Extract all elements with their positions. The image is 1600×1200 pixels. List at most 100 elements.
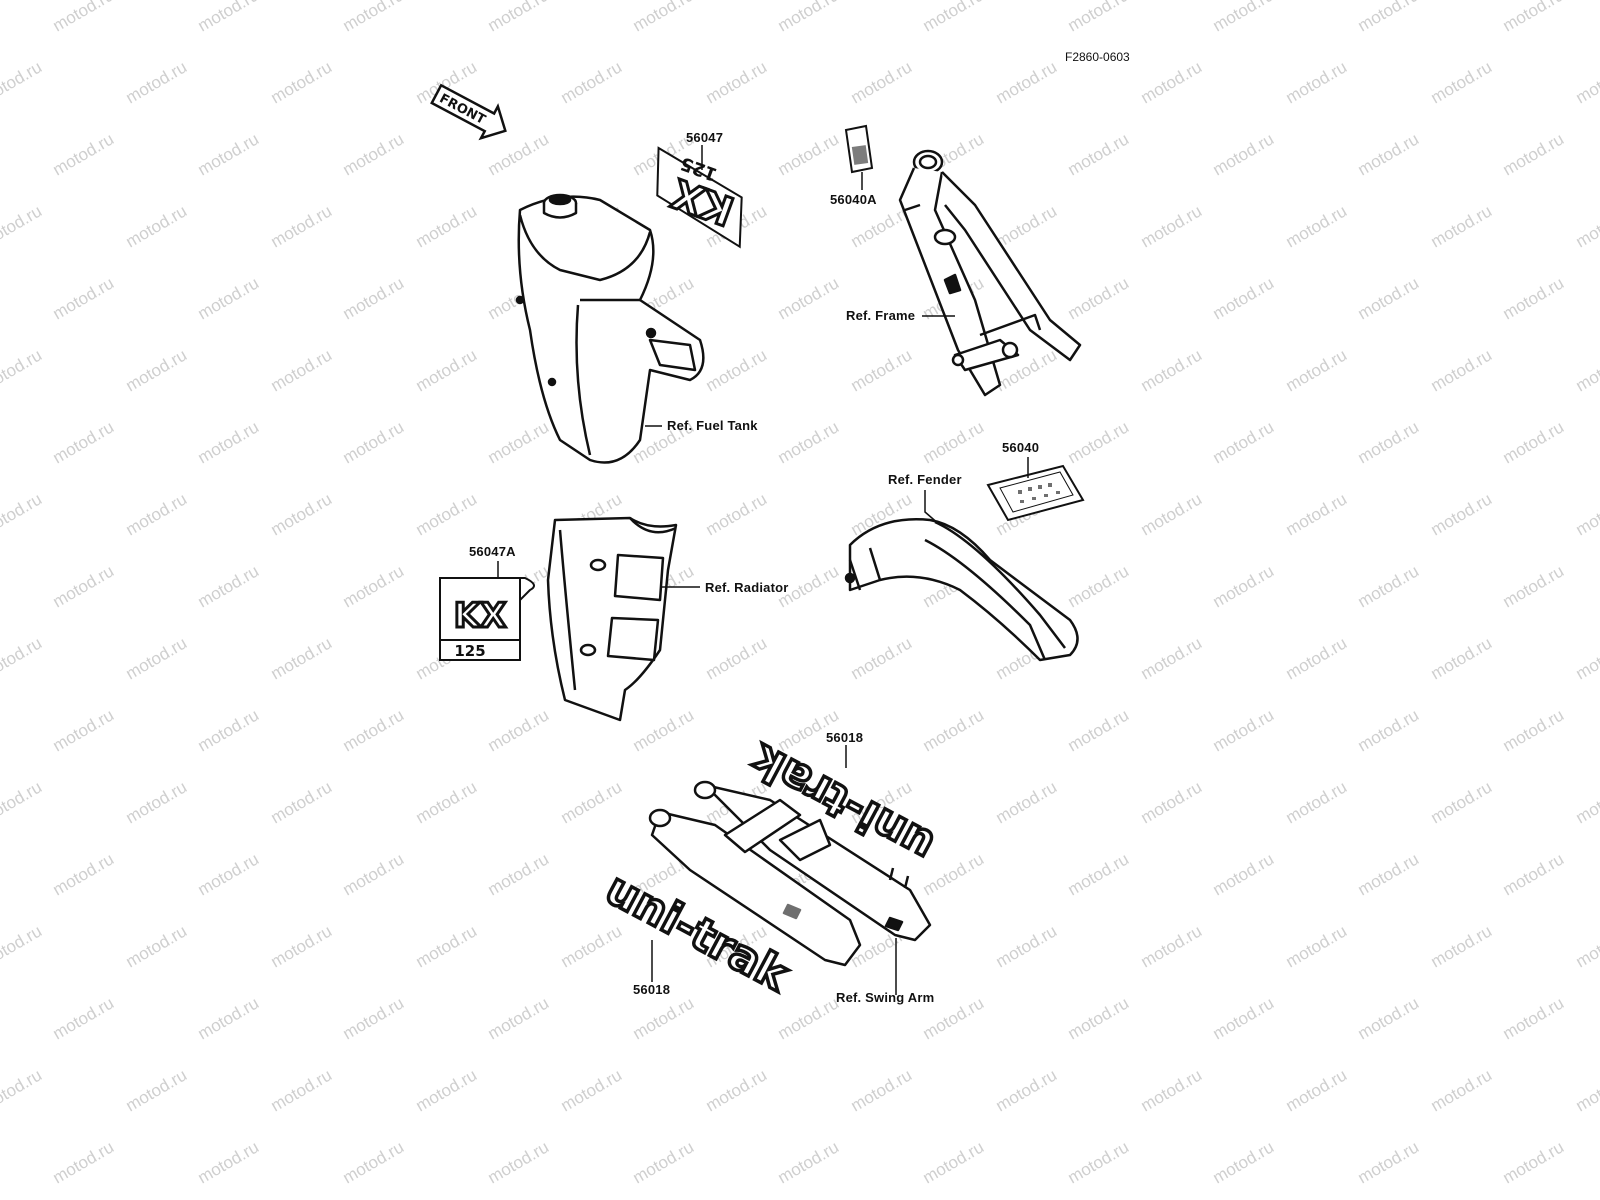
watermark-text: motod.ru (1428, 921, 1496, 971)
watermark-text: motod.ru (630, 705, 698, 755)
watermark-text: motod.ru (1355, 993, 1423, 1043)
watermark-text: motod.ru (123, 921, 191, 971)
watermark-text: motod.ru (50, 273, 118, 323)
watermark-text: motod.ru (340, 0, 408, 35)
watermark-text: motod.ru (340, 1137, 408, 1187)
watermark-text: motod.ru (1573, 57, 1600, 107)
watermark-text: motod.ru (1355, 705, 1423, 755)
watermark-text: motod.ru (268, 633, 336, 683)
frame-drawing (898, 149, 1082, 397)
watermark-text: motod.ru (0, 345, 45, 395)
watermark-text: motod.ru (195, 273, 263, 323)
watermark-text: motod.ru (1283, 489, 1351, 539)
label-56040-drawing (986, 457, 1085, 522)
watermark-text: motod.ru (920, 705, 988, 755)
watermark-text: motod.ru (1428, 633, 1496, 683)
watermark-text: motod.ru (1210, 561, 1278, 611)
watermark-text: motod.ru (1210, 993, 1278, 1043)
watermark-text: motod.ru (413, 777, 481, 827)
watermark-text: motod.ru (1355, 849, 1423, 899)
watermark-text: motod.ru (703, 489, 771, 539)
watermark-text: motod.ru (123, 777, 191, 827)
watermark-text: motod.ru (1210, 273, 1278, 323)
watermark-text: motod.ru (775, 273, 843, 323)
part-number-56040: 56040 (1002, 440, 1040, 455)
watermark-text: motod.ru (703, 57, 771, 107)
drawing-code: F2860-0603 (1065, 50, 1130, 64)
watermark-text: motod.ru (848, 57, 916, 107)
watermark-text: motod.ru (558, 777, 626, 827)
watermark-text: motod.ru (1428, 345, 1496, 395)
watermark-text: motod.ru (50, 129, 118, 179)
watermark-text: motod.ru (195, 993, 263, 1043)
watermark-text: motod.ru (268, 345, 336, 395)
watermark-text: motod.ru (630, 0, 698, 35)
watermark-text: motod.ru (630, 993, 698, 1043)
ref-swing-arm: Ref. Swing Arm (836, 990, 935, 1005)
watermark-text: motod.ru (1355, 561, 1423, 611)
watermark-text: motod.ru (993, 777, 1061, 827)
watermark-text: motod.ru (1283, 633, 1351, 683)
watermark-text: motod.ru (1065, 1137, 1133, 1187)
watermark-text: motod.ru (268, 489, 336, 539)
watermark-text: motod.ru (1210, 129, 1278, 179)
watermark-text: motod.ru (195, 849, 263, 899)
watermark-text: motod.ru (268, 201, 336, 251)
watermark-text: motod.ru (340, 417, 408, 467)
watermark-text: motod.ru (1138, 57, 1206, 107)
watermark-text: motod.ru (1138, 633, 1206, 683)
watermark-text: motod.ru (0, 489, 45, 539)
watermark-text: motod.ru (1138, 921, 1206, 971)
watermark-text: motod.ru (1500, 1137, 1568, 1187)
watermark-text: motod.ru (1283, 1065, 1351, 1115)
ref-fuel-tank: Ref. Fuel Tank (667, 418, 758, 433)
ref-frame: Ref. Frame (846, 308, 916, 323)
watermark-text: motod.ru (268, 1065, 336, 1115)
watermark-text: motod.ru (195, 417, 263, 467)
watermark-text: motod.ru (195, 705, 263, 755)
watermark-text: motod.ru (268, 777, 336, 827)
watermark-text: motod.ru (1210, 417, 1278, 467)
watermark-text: motod.ru (558, 921, 626, 971)
watermark-text: motod.ru (775, 993, 843, 1043)
front-arrow: FRONT (430, 83, 507, 141)
watermark-text: motod.ru (1500, 561, 1568, 611)
watermark-text: motod.ru (1138, 345, 1206, 395)
svg-text:KX: KX (454, 596, 507, 636)
watermark-text: motod.ru (848, 1065, 916, 1115)
watermark-text: motod.ru (195, 129, 263, 179)
watermark-text: motod.ru (1283, 345, 1351, 395)
watermark-text: motod.ru (558, 57, 626, 107)
watermark-text: motod.ru (0, 1065, 45, 1115)
watermark-text: motod.ru (1573, 345, 1600, 395)
watermark-text: motod.ru (1210, 0, 1278, 35)
watermark-text: motod.ru (1283, 777, 1351, 827)
watermark-text: motod.ru (703, 633, 771, 683)
watermark-text: motod.ru (123, 201, 191, 251)
watermark-text: motod.ru (413, 1065, 481, 1115)
ref-radiator: Ref. Radiator (705, 580, 789, 595)
watermark-text: motod.ru (0, 777, 45, 827)
watermark-text: motod.ru (413, 201, 481, 251)
watermark-text: motod.ru (1573, 777, 1600, 827)
watermark-text: motod.ru (1355, 0, 1423, 35)
part-number-56040a: 56040A (830, 192, 877, 207)
watermark-text: motod.ru (0, 921, 45, 971)
watermark-text: motod.ru (1210, 705, 1278, 755)
watermark-text: motod.ru (50, 849, 118, 899)
watermark-text: motod.ru (195, 561, 263, 611)
watermark-text: motod.ru (920, 417, 988, 467)
watermark-text: motod.ru (1500, 705, 1568, 755)
watermark-text: motod.ru (1065, 849, 1133, 899)
watermark-text: motod.ru (50, 993, 118, 1043)
watermark-text: motod.ru (123, 345, 191, 395)
watermark-text: motod.ru (920, 1137, 988, 1187)
watermark-text: motod.ru (413, 489, 481, 539)
watermark-text: motod.ru (1428, 201, 1496, 251)
watermark-text: motod.ru (920, 849, 988, 899)
watermark-text: motod.ru (50, 561, 118, 611)
watermark-text: motod.ru (0, 57, 45, 107)
watermark-text: motod.ru (485, 0, 553, 35)
